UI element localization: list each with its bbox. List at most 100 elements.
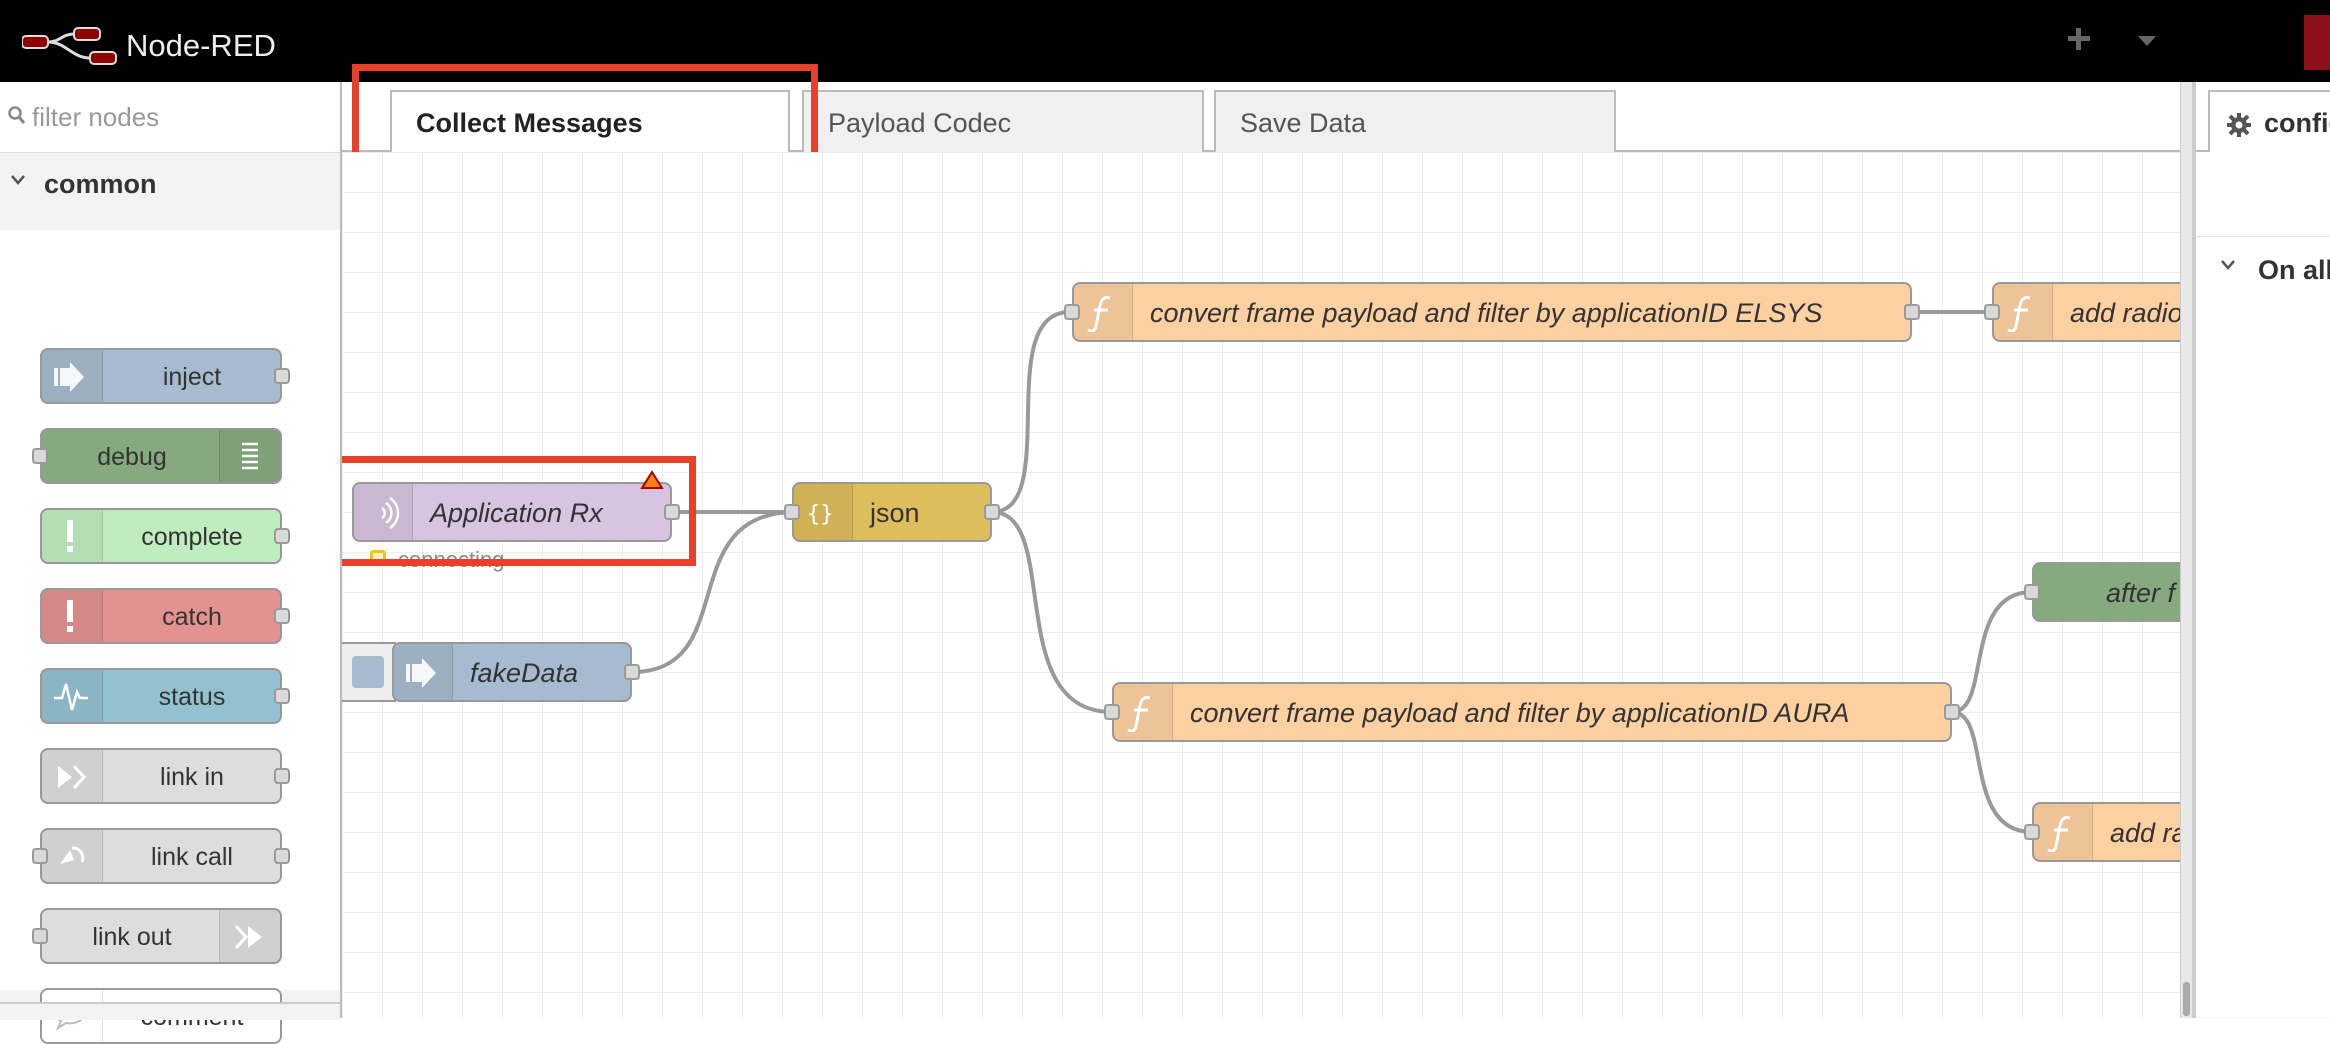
node-highlight-box bbox=[342, 456, 696, 566]
workspace-tabs: Collect Messages Payload Codec Save Data bbox=[342, 82, 2182, 154]
inject-arrow-icon bbox=[54, 362, 84, 392]
flow-canvas[interactable]: Application Rx connecting fakeData {} js… bbox=[342, 152, 2180, 1018]
function-icon bbox=[2007, 296, 2031, 332]
palette-node-list: inject debug complete catch status bbox=[0, 230, 340, 990]
add-tab-icon[interactable] bbox=[2066, 26, 2092, 52]
output-port[interactable] bbox=[274, 528, 290, 544]
node-label: convert frame payload and filter by appl… bbox=[1150, 298, 1823, 328]
output-port[interactable] bbox=[274, 768, 290, 784]
json-braces-icon: {} bbox=[807, 502, 834, 527]
output-port[interactable] bbox=[984, 504, 1000, 520]
gear-icon bbox=[2227, 113, 2251, 137]
radio-waves-icon bbox=[381, 496, 400, 530]
output-port[interactable] bbox=[1904, 304, 1920, 320]
output-port[interactable] bbox=[664, 504, 680, 520]
palette-node-link-out[interactable]: link out bbox=[32, 908, 282, 964]
input-port[interactable] bbox=[1104, 704, 1120, 720]
input-port[interactable] bbox=[1984, 304, 2000, 320]
node-add-radio[interactable]: add radio bbox=[1984, 282, 2180, 342]
tab-save-data[interactable]: Save Data bbox=[1214, 90, 1616, 152]
flow-wires bbox=[631, 310, 2033, 834]
sidebar-tab-label: config bbox=[2264, 108, 2330, 138]
output-port[interactable] bbox=[274, 368, 290, 384]
link-out-icon bbox=[234, 924, 262, 950]
palette-footer bbox=[0, 1002, 340, 1020]
palette-node-status[interactable]: status bbox=[40, 668, 290, 724]
input-port[interactable] bbox=[32, 928, 48, 944]
input-port[interactable] bbox=[32, 448, 48, 464]
palette-node-label: link call bbox=[151, 843, 233, 871]
sidebar-toolbar bbox=[2196, 152, 2330, 237]
category-label: common bbox=[44, 169, 157, 199]
sidebar-section-label: On all bbox=[2258, 255, 2330, 285]
tab-config[interactable]: config bbox=[2208, 90, 2330, 154]
palette-node-label: complete bbox=[141, 523, 243, 551]
palette-node-label: status bbox=[158, 683, 226, 711]
output-port[interactable] bbox=[274, 608, 290, 624]
node-fakedata-button[interactable] bbox=[342, 642, 396, 702]
node-label: fakeData bbox=[470, 658, 579, 688]
node-convert-elsys[interactable]: convert frame payload and filter by appl… bbox=[1064, 282, 1920, 342]
palette-node-complete[interactable]: complete bbox=[40, 508, 290, 564]
node-label: add radio bbox=[2070, 298, 2180, 328]
inject-arrow-icon bbox=[406, 658, 436, 688]
link-in-icon bbox=[58, 764, 87, 790]
canvas-scrollbar[interactable] bbox=[2180, 82, 2193, 1018]
input-port[interactable] bbox=[32, 848, 48, 864]
search-icon bbox=[8, 106, 26, 124]
palette-node-link-in[interactable]: link in bbox=[40, 748, 290, 804]
svg-text:{}: {} bbox=[807, 502, 834, 527]
node-convert-aura[interactable]: convert frame payload and filter by appl… bbox=[1104, 682, 1960, 742]
palette-node-label: debug bbox=[97, 443, 167, 471]
input-port[interactable] bbox=[1064, 304, 1080, 320]
tab-collect-messages[interactable]: Collect Messages bbox=[390, 90, 790, 154]
sidebar-tabs: config bbox=[2196, 82, 2330, 154]
tab-payload-codec[interactable]: Payload Codec bbox=[802, 90, 1204, 152]
node-after-f[interactable]: after f bbox=[2024, 562, 2180, 622]
sidebar: config On all bbox=[2196, 82, 2330, 1018]
node-palette: common inject debug complete catch bbox=[0, 82, 342, 1044]
node-label: Application Rx bbox=[430, 498, 603, 528]
chevron-down-icon bbox=[2221, 260, 2235, 270]
tab-label: Save Data bbox=[1240, 108, 1367, 138]
palette-filter bbox=[0, 82, 340, 153]
function-icon bbox=[1127, 696, 1151, 732]
debug-list-icon bbox=[242, 442, 258, 470]
node-label: after f bbox=[2106, 578, 2176, 608]
input-port[interactable] bbox=[2024, 824, 2040, 840]
exclamation-icon bbox=[67, 520, 73, 552]
node-application-rx[interactable]: Application Rx bbox=[352, 470, 680, 542]
tab-menu-chevron-icon[interactable] bbox=[2136, 34, 2158, 48]
exclamation-icon bbox=[67, 600, 73, 632]
palette-node-label: link out bbox=[92, 923, 172, 951]
palette-node-inject[interactable]: inject bbox=[40, 348, 290, 404]
filter-nodes-input[interactable] bbox=[30, 96, 324, 138]
function-icon bbox=[1087, 296, 1111, 332]
input-port[interactable] bbox=[2024, 584, 2040, 600]
palette-node-label: catch bbox=[162, 603, 222, 631]
node-label: convert frame payload and filter by appl… bbox=[1190, 698, 1850, 728]
output-port[interactable] bbox=[274, 688, 290, 704]
node-json[interactable]: {} json bbox=[784, 482, 1000, 542]
warning-triangle-icon bbox=[640, 470, 664, 489]
pulse-icon bbox=[54, 683, 88, 711]
output-port[interactable] bbox=[1944, 704, 1960, 720]
palette-node-debug[interactable]: debug bbox=[32, 428, 282, 484]
category-header-common[interactable]: common bbox=[0, 154, 340, 210]
sidebar-section-on-all[interactable]: On all bbox=[2196, 237, 2330, 1017]
node-fakedata[interactable]: fakeData bbox=[392, 642, 640, 702]
header-bar: Node-RED bbox=[0, 0, 2330, 82]
output-port[interactable] bbox=[274, 848, 290, 864]
node-label: json bbox=[870, 498, 920, 528]
tab-label: Payload Codec bbox=[828, 108, 1012, 138]
palette-node-catch[interactable]: catch bbox=[40, 588, 290, 644]
node-red-logo-icon bbox=[22, 27, 117, 65]
output-port[interactable] bbox=[624, 664, 640, 680]
palette-node-link-call[interactable]: link call bbox=[32, 828, 290, 884]
input-port[interactable] bbox=[784, 504, 800, 520]
function-icon bbox=[2047, 816, 2071, 852]
node-add-ra[interactable]: add ra bbox=[2024, 802, 2180, 862]
deploy-button[interactable] bbox=[2304, 15, 2330, 70]
palette-node-label: link in bbox=[160, 763, 224, 791]
sidebar-resize-handle[interactable] bbox=[2192, 82, 2196, 1018]
